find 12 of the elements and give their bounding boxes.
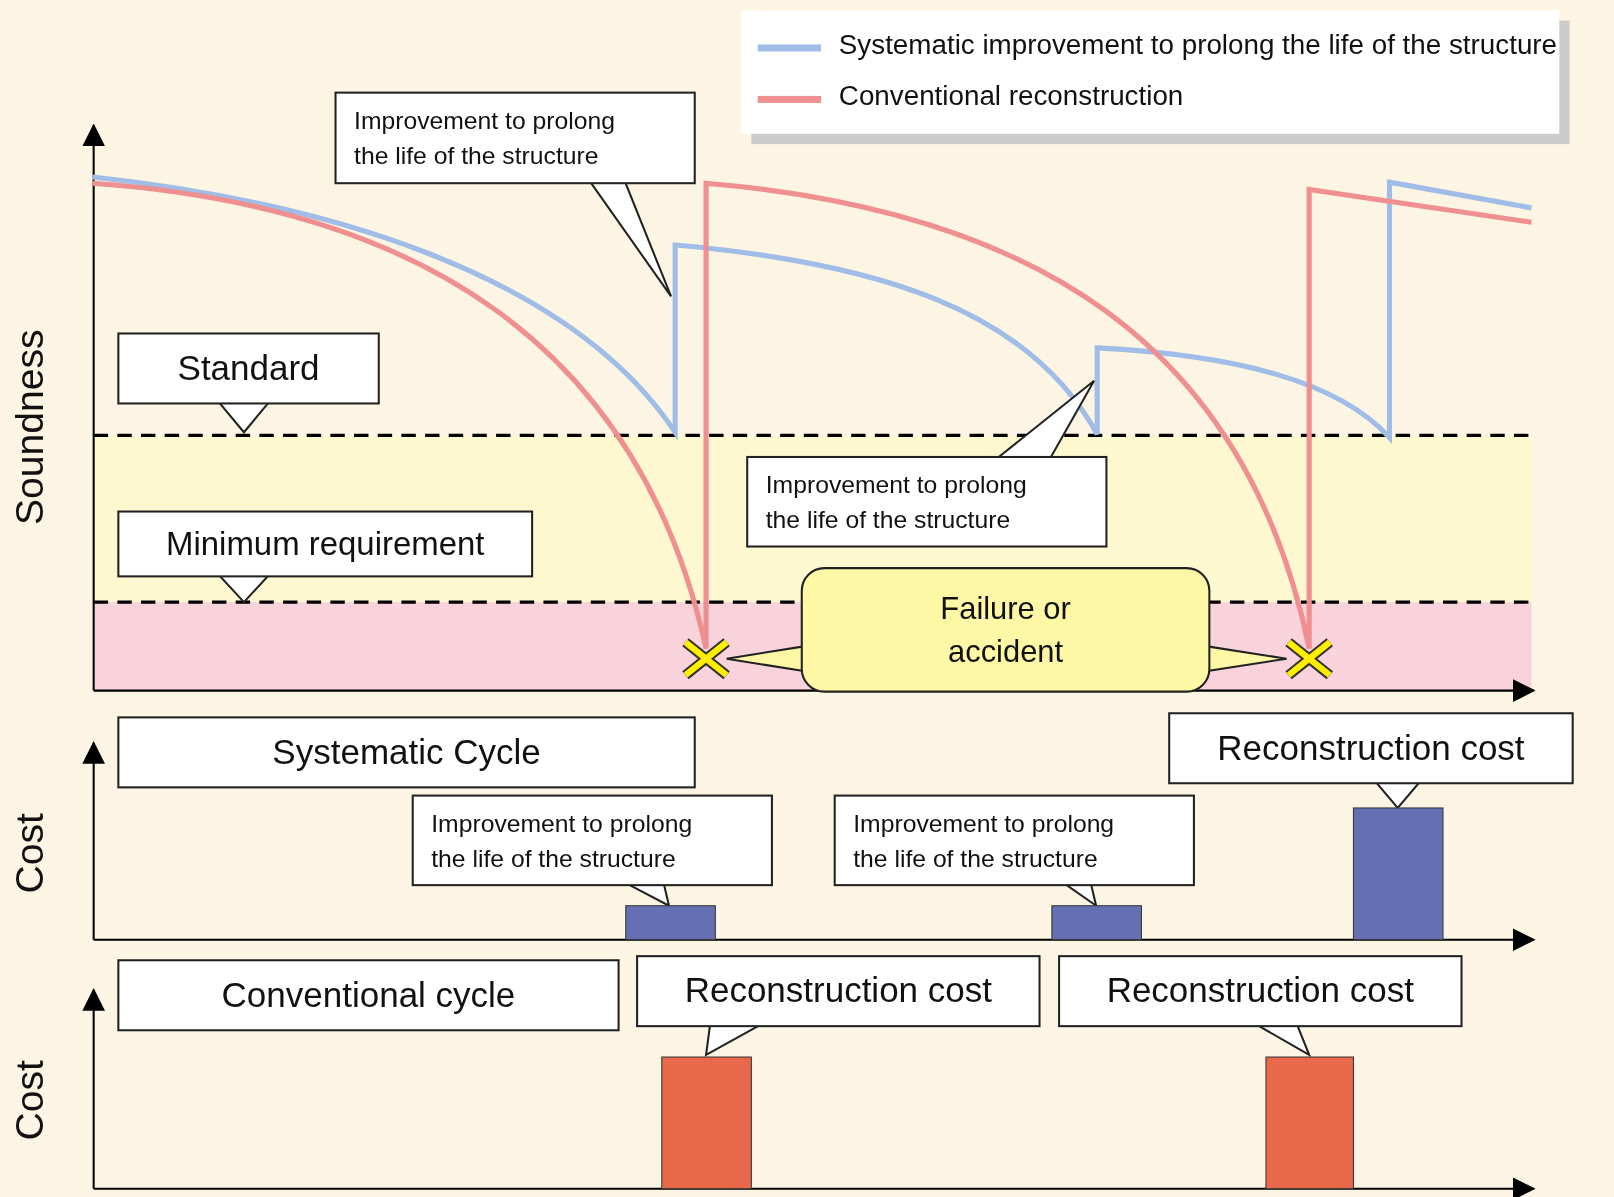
cost-bar [1050, 904, 1143, 941]
axis-title: Cost [8, 1060, 53, 1141]
callout-box: Conventional cycle [117, 959, 620, 1032]
cost-bar [660, 1056, 753, 1190]
legend-text: Systematic improvement to prolong the life of the structure [838, 28, 1558, 61]
callout-box: Systematic Cycle [117, 716, 696, 789]
axis-title: Soundness [8, 329, 53, 526]
cost-bar [624, 904, 717, 941]
cost-bar [1352, 806, 1444, 941]
cost-bar [1264, 1056, 1355, 1190]
legend-text: Conventional reconstruction [838, 80, 1184, 113]
axis-title: Cost [8, 813, 53, 894]
